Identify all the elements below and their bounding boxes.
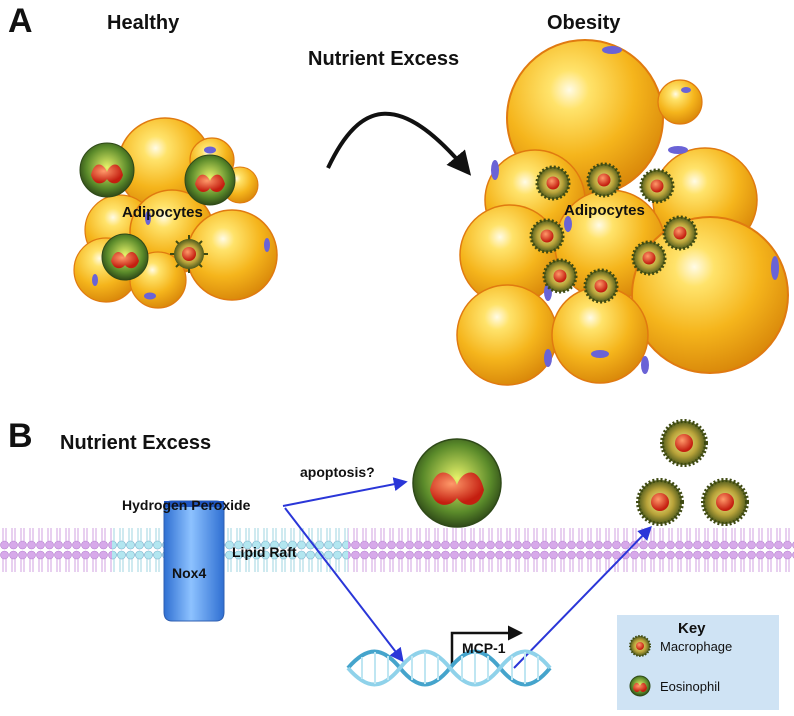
macrophage-cell bbox=[586, 162, 622, 198]
macrophage-cell bbox=[701, 478, 749, 526]
key-item-label: Eosinophil bbox=[660, 679, 720, 694]
obesity-label: Obesity bbox=[547, 12, 621, 34]
healthy-cluster-label: Adipocytes bbox=[122, 204, 203, 221]
transition-label: Nutrient Excess bbox=[308, 48, 460, 70]
eosinophil-cell bbox=[79, 142, 135, 198]
apoptosis-arrow bbox=[282, 477, 408, 507]
macrophage-cell bbox=[639, 168, 675, 204]
macrophage-cell bbox=[542, 258, 578, 294]
macrophage-cell bbox=[535, 165, 571, 201]
obesity-cluster-label: Adipocytes bbox=[564, 202, 645, 219]
obesity-adipocyte-cluster bbox=[456, 39, 789, 386]
macrophage-cell bbox=[636, 478, 684, 526]
lipid-raft bbox=[112, 524, 348, 574]
lipid-raft-label: Lipid Raft bbox=[232, 544, 297, 560]
eosinophil-cell bbox=[101, 233, 149, 281]
mcp1-recruitment-arrow bbox=[513, 525, 652, 669]
key-item-label: Macrophage bbox=[660, 639, 733, 654]
eosinophil-cell bbox=[412, 438, 502, 528]
panel-a-letter: A bbox=[8, 2, 33, 40]
macrophage-icon bbox=[629, 635, 651, 657]
dna-helix bbox=[346, 649, 552, 687]
nox4-label: Nox4 bbox=[172, 565, 207, 581]
eosinophil-cell bbox=[184, 154, 236, 206]
macrophage-cell bbox=[631, 240, 667, 276]
macrophage-cell bbox=[583, 268, 619, 304]
macrophage-cell bbox=[662, 215, 698, 251]
panel-b-letter: B bbox=[8, 417, 33, 455]
apoptosis-label: apoptosis? bbox=[300, 464, 375, 480]
mcp1-label: MCP-1 bbox=[462, 640, 506, 656]
hydrogen-peroxide-label: Hydrogen Peroxide bbox=[122, 497, 251, 513]
transcription-arrow bbox=[450, 625, 523, 664]
healthy-label: Healthy bbox=[107, 12, 180, 34]
panel-b-title: Nutrient Excess bbox=[60, 432, 212, 454]
transition-arrow bbox=[326, 111, 472, 176]
eosinophil-icon bbox=[629, 675, 651, 697]
h2o2-to-dna-arrow bbox=[284, 507, 404, 663]
macrophage-cell bbox=[170, 235, 208, 273]
nox4-protein bbox=[163, 500, 225, 622]
macrophage-cell bbox=[660, 419, 708, 467]
key-title: Key bbox=[678, 620, 706, 637]
macrophage-cell bbox=[529, 218, 565, 254]
